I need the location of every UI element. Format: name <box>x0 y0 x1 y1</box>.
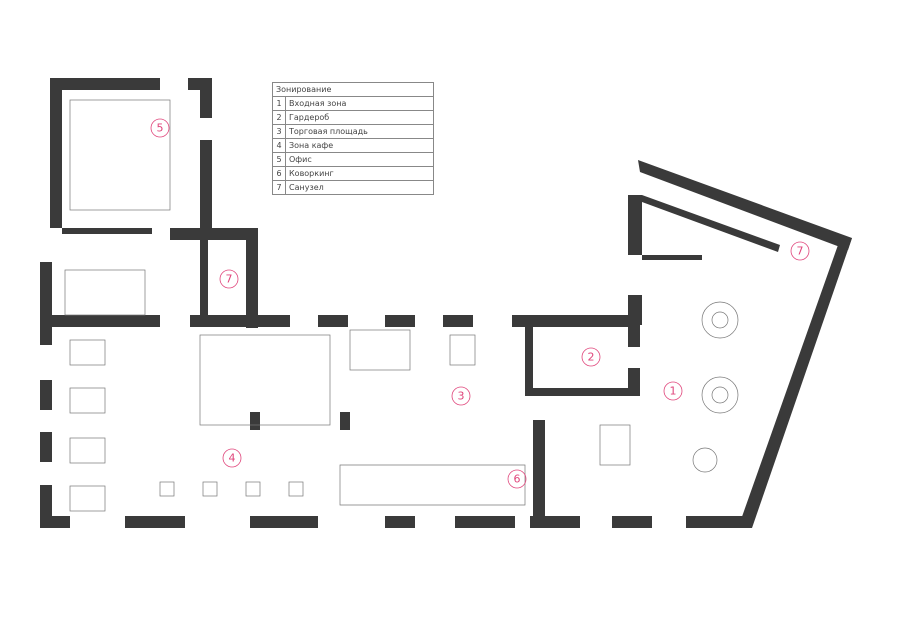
zone-marker-4: 4 <box>222 448 242 468</box>
zone-marker-5: 5 <box>150 118 170 138</box>
zone-marker-1: 1 <box>663 381 683 401</box>
svg-text:4: 4 <box>229 452 236 465</box>
zone-marker-6: 6 <box>507 469 527 489</box>
svg-text:6: 6 <box>514 473 521 486</box>
svg-text:5: 5 <box>157 122 164 135</box>
zone-marker-2: 2 <box>581 347 601 367</box>
legend-title: Зонирование <box>272 82 434 97</box>
zone-marker-3: 3 <box>451 386 471 406</box>
zone-marker-7-right: 7 <box>790 241 810 261</box>
furniture-lines <box>64 99 739 512</box>
svg-text:2: 2 <box>588 351 595 364</box>
svg-text:7: 7 <box>226 273 233 286</box>
cafe-tables <box>69 339 304 512</box>
zone-marker-7-left: 7 <box>219 269 239 289</box>
svg-text:1: 1 <box>670 385 677 398</box>
walls <box>40 78 852 528</box>
svg-text:7: 7 <box>797 245 804 258</box>
zone-markers: 5 7 2 3 1 4 6 7 <box>150 118 810 489</box>
svg-text:3: 3 <box>458 390 465 403</box>
